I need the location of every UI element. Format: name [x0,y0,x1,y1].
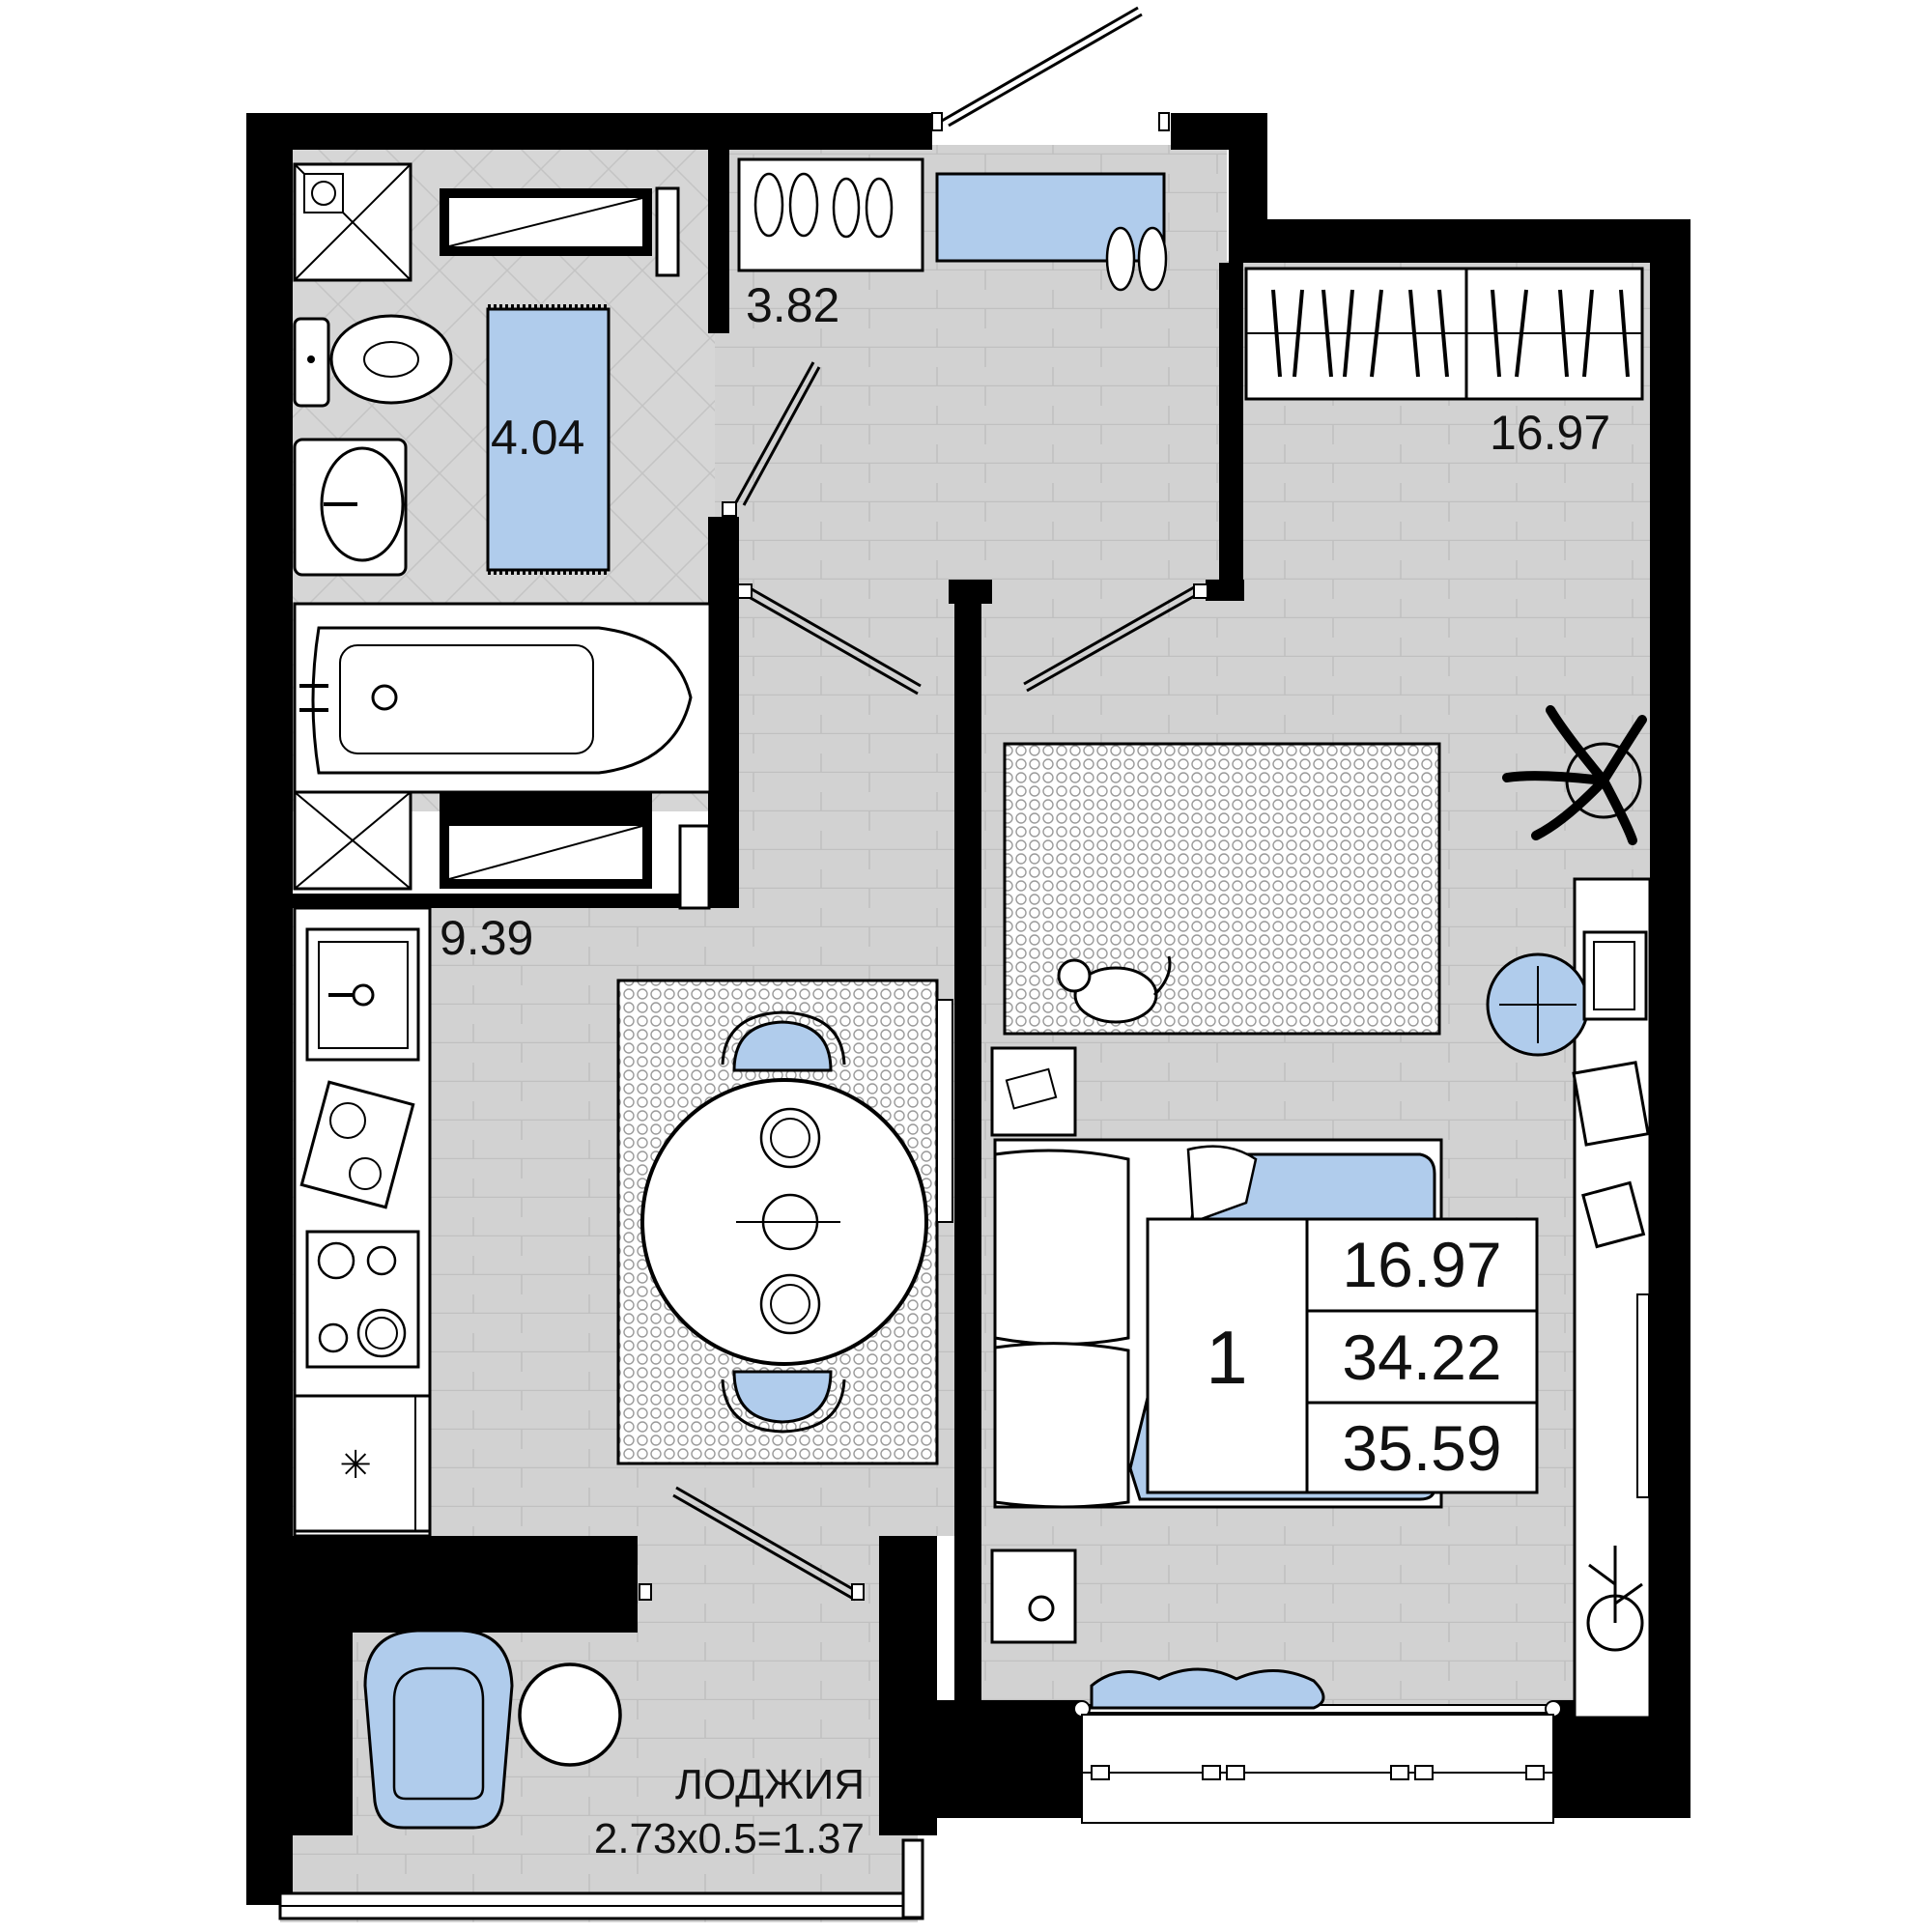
desk-plant-icon [1586,1546,1644,1652]
pouf-icon [1486,952,1590,1057]
wall-loggia-right [879,1536,937,1835]
stove-icon [305,1230,420,1369]
loggia-formula-label: 2.73x0.5=1.37 [594,1815,865,1862]
books-icon [1572,1061,1650,1249]
wall-kitchen-bottom [246,1536,638,1633]
shower-icon [293,162,412,282]
kitchen-area-label: 9.39 [440,911,533,965]
bathtub-icon [293,602,712,794]
curtain [1090,1667,1325,1710]
wall-step-vertical [1229,113,1267,219]
rooms-count-label: 1 [1206,1315,1247,1400]
bathroom-area-label: 4.04 [491,411,584,465]
vent-duct-details [448,186,711,910]
slippers-icon [1105,226,1168,292]
tray-icon [299,1080,415,1209]
dining-chair-bottom [721,1370,846,1434]
wall-bath-hall-top [708,150,729,333]
wall-column [949,580,992,604]
wall-bottom-mid [923,1700,1082,1818]
bedroom: 1 16.97 34.22 35.59 [990,267,1652,1824]
washing-machine-icon [293,790,412,891]
loggia-table-icon [518,1662,622,1767]
toilet-icon [293,314,453,408]
bath-mat [486,304,611,575]
wall-loggia-left [246,1633,353,1835]
cat-icon [1057,955,1172,1024]
nightstand-bottom [990,1548,1077,1644]
sink-icon [293,438,408,577]
nightstand-top [990,1046,1077,1137]
kitchen: ✳ [293,906,953,1538]
bedroom-door[interactable] [1023,583,1208,693]
wall-bottom-right [1553,1700,1690,1818]
kitchen-radiator [936,999,953,1223]
kitchen-sink-icon [305,927,420,1062]
living-area-label: 16.97 [1342,1229,1501,1300]
area-with-loggia-label: 35.59 [1342,1412,1501,1484]
corridor-floor [715,599,966,908]
armchair-icon [363,1629,514,1830]
loggia-door[interactable] [639,1486,865,1602]
loggia-railing [278,1838,924,1920]
wardrobe-icon [1244,267,1644,401]
wall-hall-bedroom-end [1206,580,1244,601]
dining-chair-top [721,1010,846,1072]
bathroom [293,162,712,891]
entrance-door[interactable] [931,6,1170,131]
wall-bath-hall-bottom [708,517,739,903]
bedroom-radiator [1636,1293,1650,1498]
wall-kitchen-bedroom [954,584,981,1719]
wall-bath-kitchen [290,894,739,908]
loggia-name-label: ЛОДЖИЯ [675,1761,865,1808]
wall-top-left [246,113,932,150]
hallway [737,157,1208,696]
bathroom-door[interactable] [722,361,821,517]
round-table-icon [640,1078,928,1366]
svg-text:✳: ✳ [339,1443,372,1488]
loggia [278,1629,924,1920]
summary-box: 1 16.97 34.22 35.59 [1146,1217,1539,1494]
hallway-area-label: 3.82 [746,278,839,332]
total-area-label: 34.22 [1342,1321,1501,1393]
plant-icon [1502,705,1647,845]
fridge-icon: ✳ [293,1394,432,1533]
window-bedroom [1073,1700,1562,1824]
wall-top-bedroom [1229,219,1690,263]
bedroom-area-label: 16.97 [1490,406,1610,460]
wall-right-outer [1650,219,1690,1818]
kitchen-door[interactable] [737,583,922,696]
wall-hall-bedroom [1219,263,1243,601]
shoes-icon [737,157,924,272]
area-labels: 4.04 3.82 16.97 9.39 ЛОДЖИЯ 2.73x0.5=1.3… [440,278,1610,1862]
laptop-icon [1582,930,1648,1021]
